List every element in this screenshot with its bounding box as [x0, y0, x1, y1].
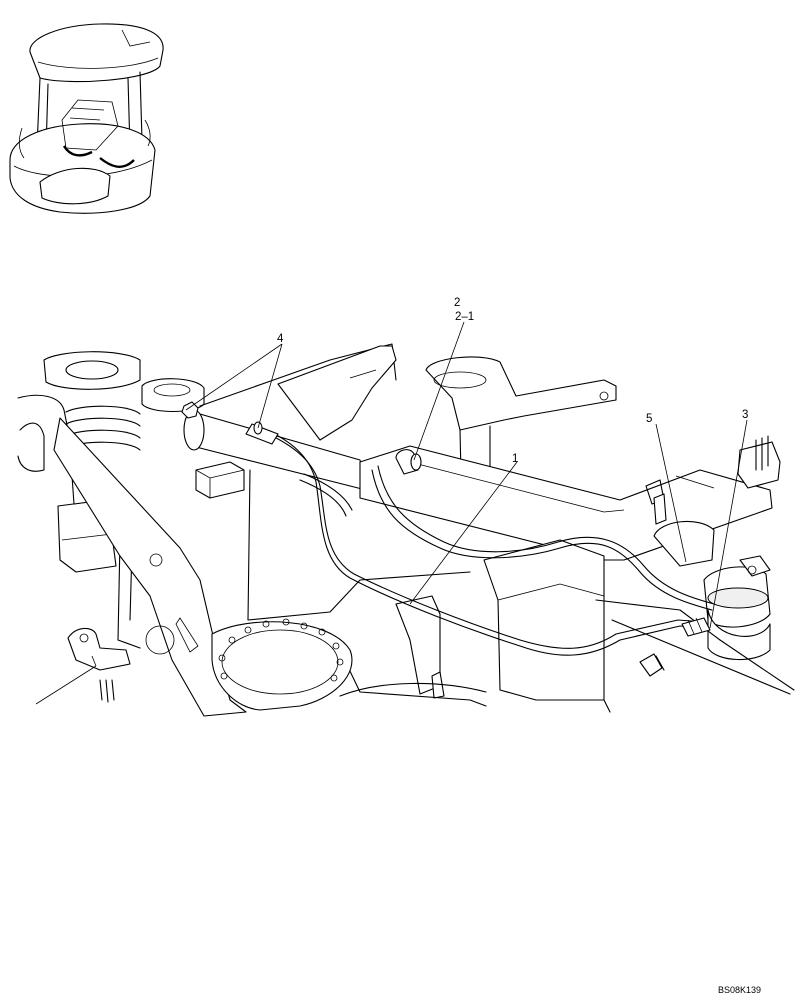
- upper-frame-assembly: [17, 343, 795, 717]
- callout-2-1: 2–1: [455, 311, 474, 323]
- callout-labels: 4 2 2–1 1 5 3: [277, 297, 748, 465]
- callout-5: 5: [646, 413, 652, 425]
- callout-2: 2: [454, 297, 460, 309]
- machine-location-thumbnail: [9, 23, 164, 214]
- fittings: [67, 401, 667, 703]
- callout-4: 4: [277, 333, 284, 345]
- drawing-code: BS08K139: [718, 985, 761, 995]
- callout-3: 3: [742, 409, 748, 421]
- hydraulic-lines: [261, 427, 715, 656]
- ring-bolt-holes: [218, 618, 344, 682]
- callout-1: 1: [512, 453, 518, 465]
- leader-lines: [35, 321, 748, 705]
